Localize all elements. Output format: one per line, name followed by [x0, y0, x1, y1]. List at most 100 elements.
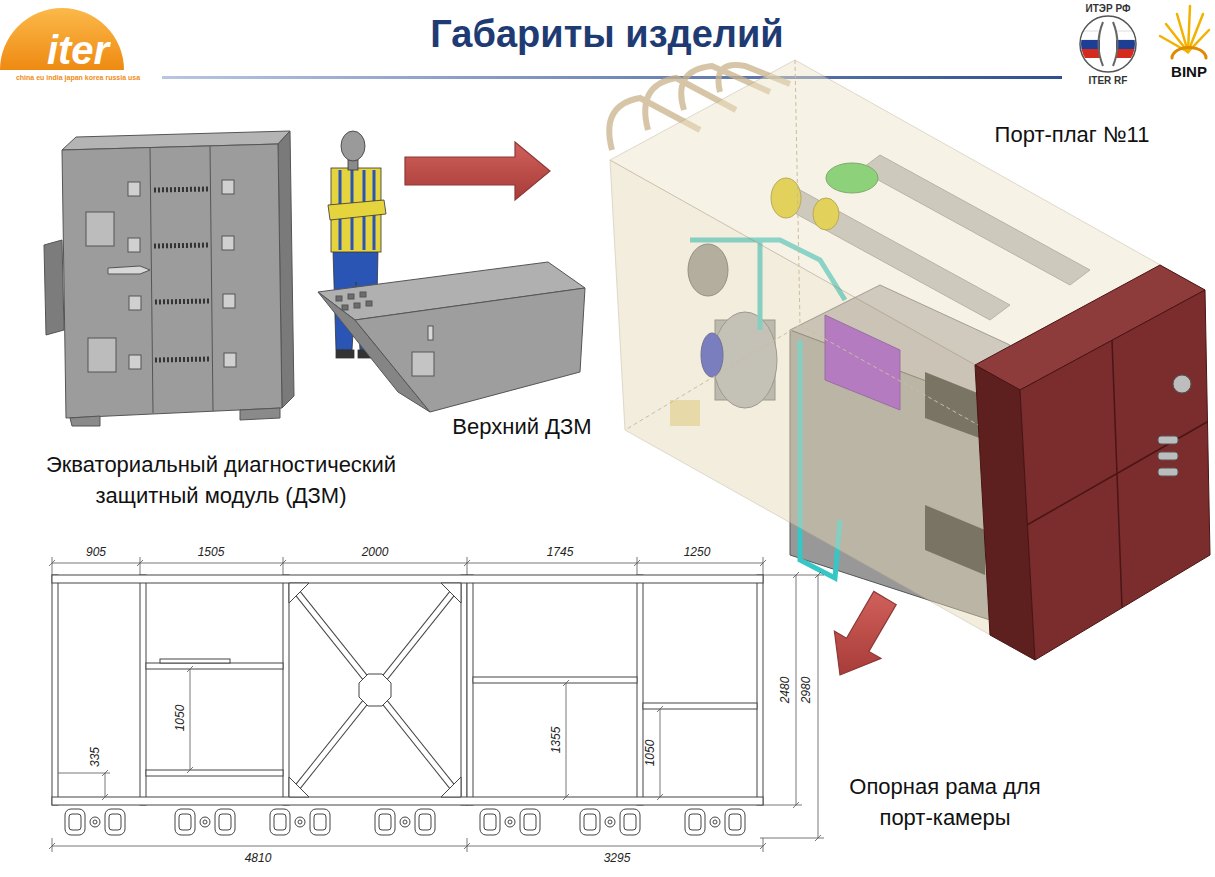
flange-slot [1158, 452, 1178, 460]
dimension: 1745 [547, 545, 574, 559]
caster-wheel [310, 809, 330, 835]
caster-pin [90, 817, 100, 827]
caster-hub [729, 814, 741, 830]
sun-arc [1172, 47, 1206, 58]
brace [292, 586, 458, 794]
hole [348, 294, 354, 299]
gusset [289, 777, 309, 797]
dimension: 1355 [549, 727, 563, 754]
frame-bar [146, 770, 283, 776]
caster-hub [109, 814, 121, 830]
extension-line [760, 575, 824, 838]
caster-pin [400, 817, 410, 827]
caster-hub [179, 814, 191, 830]
logo-text: ИТЭР РФ [1086, 3, 1131, 15]
caster-pin [608, 820, 612, 824]
bolt-plate [412, 352, 434, 376]
caster-hub [314, 814, 326, 830]
dim-tick [49, 560, 766, 566]
dimension: 1505 [198, 545, 225, 559]
slot [222, 236, 234, 250]
dimension: 1050 [173, 705, 187, 732]
flange-seam [1027, 340, 1207, 607]
slot [223, 294, 235, 308]
part-caption: Экваториальный диагностический защитный … [16, 450, 426, 512]
flag-blue [1116, 40, 1138, 49]
caster-pin [403, 820, 407, 824]
logo-tagline: china eu india japan korea russia usa [16, 74, 140, 82]
slot [224, 353, 236, 367]
caster [375, 809, 435, 835]
caster-hub [484, 814, 496, 830]
caster-wheel [725, 809, 745, 835]
dim-tick [793, 572, 821, 841]
upper-dsm [318, 262, 585, 412]
dim-line [52, 563, 763, 564]
caster-pin [200, 817, 210, 827]
gusset [441, 777, 461, 797]
caster-wheel [580, 809, 600, 835]
caster [270, 809, 330, 835]
gusset [441, 583, 461, 603]
caster-hub [624, 814, 636, 830]
brace [292, 586, 458, 794]
caster-hub [419, 814, 431, 830]
hole [360, 292, 366, 297]
caster-pin [505, 817, 515, 827]
header-rule [162, 76, 1062, 79]
flag-red [1116, 49, 1138, 58]
iter-rf-logo [1078, 16, 1138, 72]
brace [292, 586, 458, 794]
dimension: 335 [88, 747, 102, 767]
flag-red [1078, 49, 1100, 58]
extension-line [58, 773, 110, 774]
red-arrow [834, 591, 896, 675]
flag-white [1078, 31, 1100, 40]
dsm-flange [44, 240, 64, 335]
caster-pin [298, 820, 302, 824]
caster-pin [295, 817, 305, 827]
upper-dsm-side [355, 288, 585, 412]
dimension: 3295 [604, 851, 631, 865]
gap-teeth [154, 245, 209, 246]
bolt-plate [88, 338, 116, 372]
logo-text: BINP [1171, 63, 1207, 81]
part-caption: Порт-плаг №11 [995, 122, 1150, 148]
frame-bar [643, 703, 757, 709]
caster [685, 809, 745, 835]
caster [580, 809, 640, 835]
part-caption: Верхний ДЗМ [452, 414, 591, 440]
slot [128, 182, 140, 196]
dimension: 1050 [643, 740, 657, 767]
caster-wheel [375, 809, 395, 835]
frame-post [757, 575, 763, 805]
caster-pin [713, 820, 717, 824]
hole [354, 303, 360, 308]
binp-logo [1160, 6, 1209, 58]
caster-hub [689, 814, 701, 830]
caster-wheel [520, 809, 540, 835]
slot [222, 180, 234, 194]
frame-post [52, 575, 58, 805]
caster-wheel [480, 809, 500, 835]
dim-line [105, 773, 106, 797]
caster-wheel [65, 809, 85, 835]
caster-wheel [105, 809, 125, 835]
caster-wheel [270, 809, 290, 835]
flange-slot [1158, 468, 1178, 476]
dimension-lines [49, 557, 824, 852]
frame-post [283, 575, 289, 805]
slot [129, 355, 141, 369]
dim-line [796, 575, 797, 805]
gap-teeth [155, 301, 210, 302]
hole [336, 296, 342, 301]
dimension: 2480 [778, 677, 792, 704]
dsm-foot [240, 408, 280, 420]
logo-arcs [1099, 22, 1118, 66]
slide-title: Габариты изделий [430, 12, 783, 58]
support-frame [52, 575, 763, 835]
head [341, 131, 365, 161]
gap-teeth [154, 189, 211, 360]
dimension: 2980 [799, 677, 813, 704]
flag-blue [1078, 40, 1100, 49]
